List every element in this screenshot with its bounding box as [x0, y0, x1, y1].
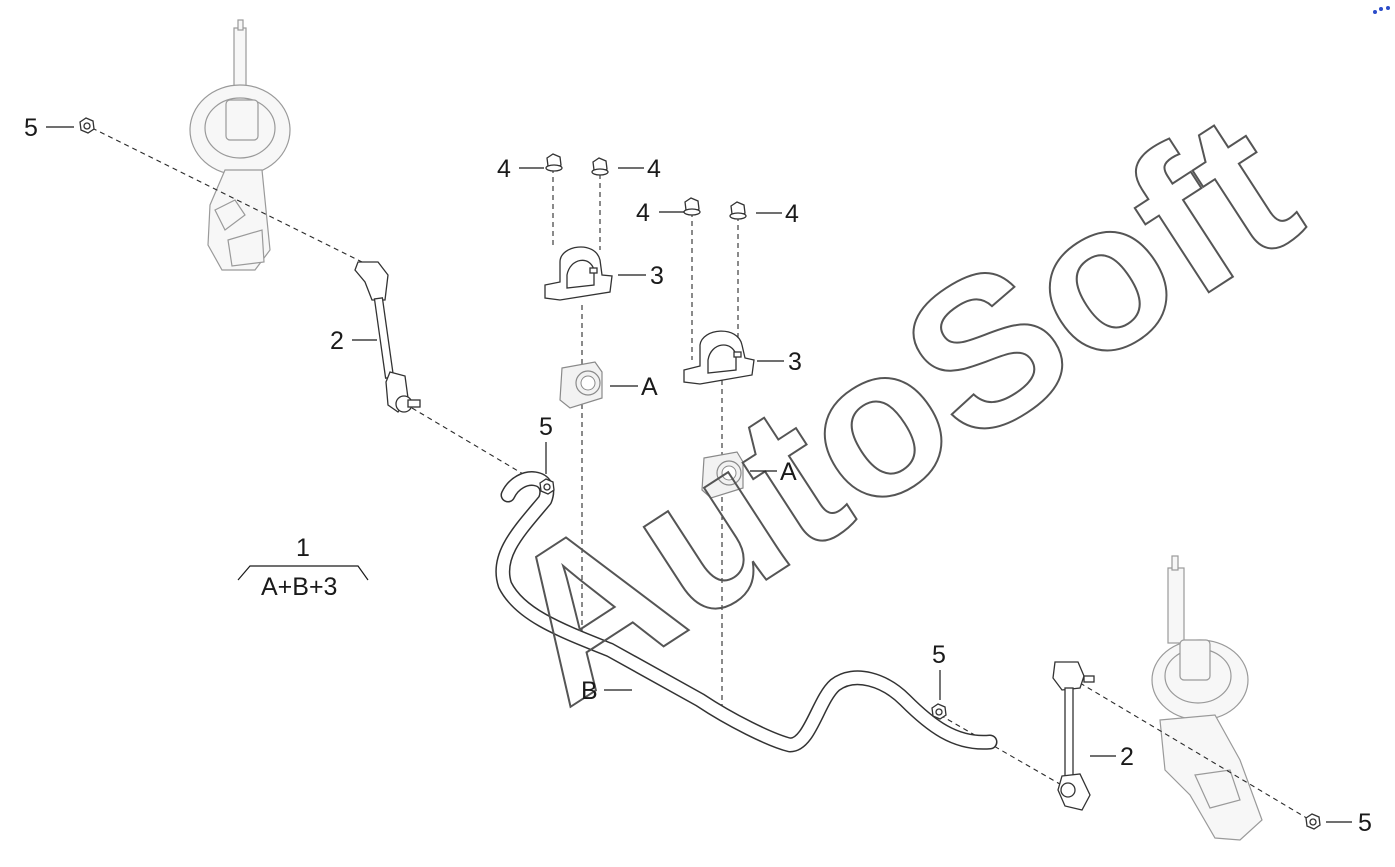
- nut-top-left-icon: [79, 117, 95, 134]
- bolt-3-icon: [683, 197, 701, 216]
- callout-nut-link-left: 5: [539, 413, 553, 441]
- kit-contents: A+B+3: [261, 573, 337, 601]
- left-strut-assembly: [189, 19, 291, 271]
- nut-bottom-right-icon: [1305, 813, 1321, 830]
- callout-clamp-right: 3: [788, 348, 802, 376]
- callout-link-right: 2: [1120, 743, 1134, 771]
- clamp-left: [544, 246, 613, 301]
- callout-clamp-left: 3: [650, 262, 664, 290]
- stabilizer-bar: [495, 471, 998, 753]
- clamp-right: [683, 330, 755, 385]
- callout-bushing-right: A: [780, 458, 797, 486]
- nut-link-left-icon: [539, 478, 555, 495]
- corner-mark-icon: [1373, 6, 1390, 14]
- left-stabilizer-link: [354, 261, 421, 413]
- callout-bolt-2: 4: [647, 155, 661, 183]
- callout-bushing-left: A: [641, 373, 658, 401]
- callout-link-left: 2: [330, 327, 344, 355]
- bushing-right: [701, 451, 744, 499]
- callout-nut-bar-right: 5: [932, 641, 946, 669]
- nut-bar-right-icon: [931, 703, 947, 720]
- bolt-4-icon: [729, 201, 747, 220]
- callout-bolt-3: 4: [636, 199, 650, 227]
- right-stabilizer-link: [1052, 661, 1095, 811]
- leader-lines: [46, 126, 1352, 823]
- callout-labels: 5 2 5 4 4 4 4 3 3 A A B 5 2 5 1 A+B+3: [24, 114, 1372, 837]
- callout-bolt-4: 4: [785, 200, 799, 228]
- callout-stabilizer-bar: B: [581, 677, 598, 705]
- kit-label: 1: [296, 534, 310, 562]
- callout-nut-bottom-right: 5: [1358, 809, 1372, 837]
- callout-nut-top-left: 5: [24, 114, 38, 142]
- callout-bolt-1: 4: [497, 155, 511, 183]
- bushing-left: [559, 361, 603, 409]
- bolt-2-icon: [591, 157, 609, 176]
- right-strut-assembly: [1151, 555, 1263, 841]
- bolt-1-icon: [545, 153, 563, 172]
